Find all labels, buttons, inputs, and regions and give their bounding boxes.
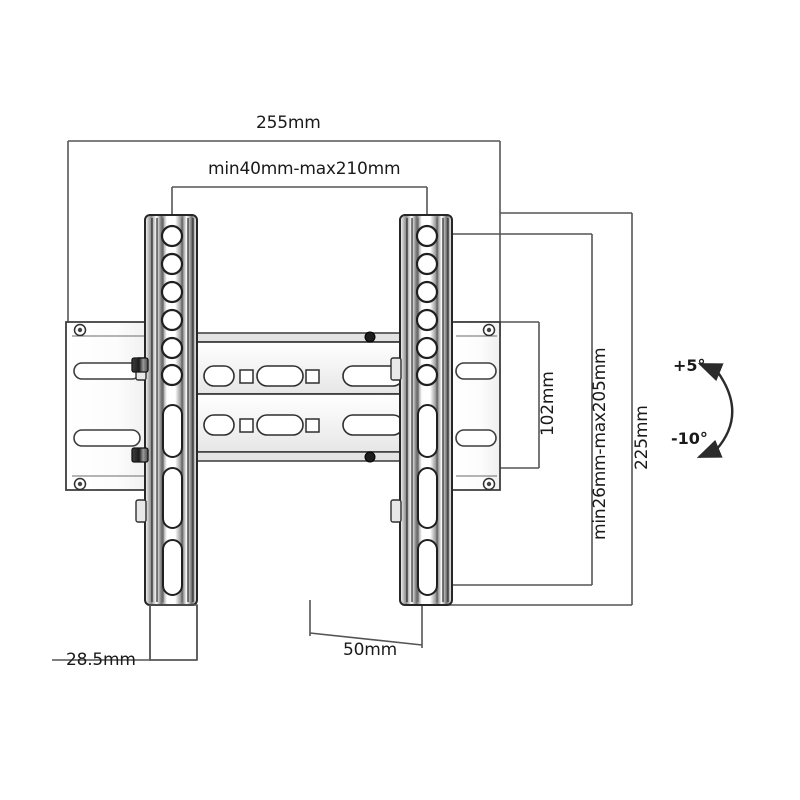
left-rail-hole [160, 280, 184, 304]
left-rail-hole [160, 224, 184, 248]
left-rail-tab [135, 499, 147, 523]
right-rail-tab [390, 357, 402, 381]
right-rail-hole [415, 363, 439, 387]
bolt-head [131, 357, 149, 373]
label-tilt-down: -10° [671, 429, 708, 448]
label-overall-height: 225mm [632, 405, 652, 470]
right-rail-hole [415, 336, 439, 360]
bolt-head [364, 331, 376, 343]
right-rail-hole [415, 252, 439, 276]
label-plate-height: 102mm [538, 371, 558, 436]
label-tilt-up: +5° [673, 356, 706, 375]
left-wall-plate [65, 321, 151, 491]
bar-oval-slot [256, 365, 304, 387]
right-rail-slot [417, 467, 438, 529]
right-back-plate [451, 321, 501, 491]
right-rail-hole [415, 280, 439, 304]
bolt-head [364, 451, 376, 463]
label-overall-width: 255mm [256, 113, 321, 133]
label-bracket-depth: 50mm [343, 640, 397, 660]
mounting-bolts [131, 331, 376, 463]
back-plate-slot [455, 362, 497, 380]
left-rail-slot [162, 404, 183, 458]
bolt-head [131, 447, 149, 463]
bar-oval-slot [256, 414, 304, 436]
left-rail-hole [160, 336, 184, 360]
bar-oval-slot [203, 414, 235, 436]
wall-plate-slot [73, 362, 141, 380]
wall-depth-outline [149, 604, 198, 661]
back-plate-slot [455, 429, 497, 447]
label-vesa-vertical: min26mm-max205mm [590, 347, 610, 540]
tilt-arc-indicator [696, 362, 734, 459]
right-vertical-rail [390, 214, 453, 606]
label-wall-depth: 28.5mm [66, 650, 136, 670]
label-vesa-horizontal: min40mm-max210mm [208, 159, 401, 179]
dim-line-bracket-depth [309, 632, 423, 646]
left-rail-slot [162, 467, 183, 529]
bar-oval-slot [203, 365, 235, 387]
right-rail-hole [415, 224, 439, 248]
bar-square-hole [305, 369, 320, 384]
bar-oval-slot [342, 414, 404, 436]
left-rail-slot [162, 539, 183, 596]
bar-square-hole [305, 418, 320, 433]
right-rail-hole [415, 308, 439, 332]
bar-square-hole [239, 418, 254, 433]
left-rail-hole [160, 308, 184, 332]
left-rail-hole [160, 363, 184, 387]
right-rail-slot [417, 404, 438, 458]
right-rail-tab [390, 499, 402, 523]
right-rail-slot [417, 539, 438, 596]
wall-plate-slot [73, 429, 141, 447]
left-vertical-rail [135, 214, 198, 606]
bar-square-hole [239, 369, 254, 384]
left-rail-hole [160, 252, 184, 276]
